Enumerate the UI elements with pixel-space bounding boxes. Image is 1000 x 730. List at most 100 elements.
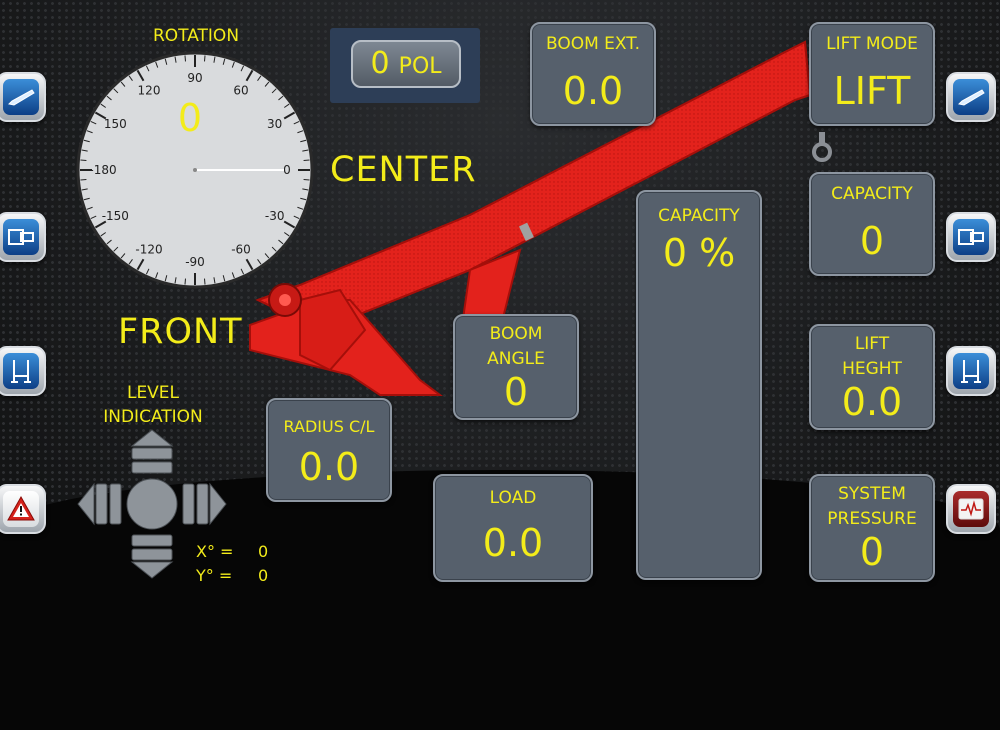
boom-angle-value: 0 xyxy=(503,370,529,414)
dial-tick xyxy=(174,56,177,63)
left-warning-button[interactable] xyxy=(0,484,46,534)
dial-tick xyxy=(204,278,206,285)
dial-tick xyxy=(100,232,106,237)
level-y-label: Y° = xyxy=(196,566,233,585)
dial-tick xyxy=(80,179,87,181)
boom-icon xyxy=(3,79,39,115)
dial-tick xyxy=(80,159,87,161)
dial-tick xyxy=(231,272,235,279)
dial-tick xyxy=(297,206,304,210)
dial-tick xyxy=(213,56,216,63)
dial-tick xyxy=(283,220,296,229)
capacity-right-label: CAPACITY xyxy=(831,184,913,204)
dial-tick xyxy=(257,75,262,81)
dial-tick xyxy=(278,95,284,101)
dial-tick xyxy=(271,246,277,252)
right-boom-button[interactable] xyxy=(946,72,996,122)
dial-tick-label: 150 xyxy=(104,117,127,131)
lift-mode-label: LIFT MODE xyxy=(826,34,918,54)
dial-tick xyxy=(240,65,245,72)
dial-tick xyxy=(213,277,216,284)
load-label: LOAD xyxy=(489,488,537,508)
telescope-icon xyxy=(3,219,39,255)
radius-panel: RADIUS C/L 0.0 xyxy=(266,398,392,502)
dial-tick xyxy=(90,215,97,220)
dial-tick xyxy=(297,130,304,134)
level-x-label: X° = xyxy=(196,542,234,561)
system-pressure-value: 0 xyxy=(859,530,885,574)
warning-icon xyxy=(3,491,39,527)
left-boom-button[interactable] xyxy=(0,72,46,122)
dial-tick-label: -120 xyxy=(135,243,162,257)
dial-tick xyxy=(81,188,88,191)
dial-tick-label: -60 xyxy=(231,243,251,257)
hook-icon xyxy=(812,132,832,162)
dial-tick-label: 90 xyxy=(187,71,202,85)
pol-unit: POL xyxy=(398,54,442,79)
dial-tick xyxy=(222,275,226,282)
dial-tick xyxy=(204,55,206,62)
dial-tick xyxy=(284,103,290,108)
right-pressure-button[interactable] xyxy=(946,484,996,534)
dial-tick xyxy=(303,179,310,181)
dial-tick xyxy=(184,55,186,62)
right-outrigger-button[interactable] xyxy=(946,346,996,396)
level-indication-label: LEVEL INDICATION xyxy=(103,383,203,427)
dial-tick xyxy=(293,120,300,125)
dial-tick xyxy=(136,258,145,271)
lift-height-value: 0.0 xyxy=(841,380,903,424)
pressure-monitor-icon xyxy=(953,491,989,527)
load-value: 0.0 xyxy=(482,521,544,565)
dial-tick xyxy=(86,130,93,134)
pol-button[interactable]: 0 POL xyxy=(351,40,461,88)
dial-tick xyxy=(155,272,159,279)
dial-tick xyxy=(128,259,133,265)
dial-tick xyxy=(113,88,119,94)
dial-tick xyxy=(174,277,177,284)
dial-tick-label: -30 xyxy=(265,209,285,223)
capacity-center-panel: CAPACITY 0 % xyxy=(636,190,762,580)
dial-tick xyxy=(231,61,235,68)
level-indicator xyxy=(77,429,227,579)
lift-mode-panel[interactable]: LIFT MODE LIFT xyxy=(809,22,935,126)
dial-tick xyxy=(120,81,126,87)
telescope-icon xyxy=(953,219,989,255)
radius-value: 0.0 xyxy=(298,445,360,489)
dial-tick xyxy=(300,197,307,201)
lift-height-panel: LIFT HEGHT 0.0 xyxy=(809,324,935,430)
dial-tick-label: -150 xyxy=(102,209,129,223)
left-outrigger-button[interactable] xyxy=(0,346,46,396)
lift-height-label: LIFT HEGHT xyxy=(842,334,902,379)
dial-tick xyxy=(240,268,245,275)
dial-tick-label: 30 xyxy=(267,117,282,131)
dial-tick xyxy=(245,258,254,271)
front-label: FRONT xyxy=(118,312,243,352)
radius-label: RADIUS C/L xyxy=(283,417,375,436)
dial-tick xyxy=(83,139,90,143)
load-panel: LOAD 0.0 xyxy=(433,474,593,582)
dial-tick xyxy=(120,253,126,259)
rotation-title: ROTATION xyxy=(152,26,240,46)
pol-value: 0 xyxy=(370,46,390,81)
lift-mode-value: LIFT xyxy=(833,69,911,113)
dial-tick xyxy=(278,239,284,245)
dial-tick xyxy=(302,149,309,152)
right-telescope-button[interactable] xyxy=(946,212,996,262)
dial-tick xyxy=(222,58,226,65)
dial-tick-label: -90 xyxy=(185,255,205,269)
dial-tick xyxy=(128,75,133,81)
dial-tick xyxy=(106,95,112,101)
dial-tick xyxy=(264,253,270,259)
dial-tick xyxy=(155,61,159,68)
left-telescope-button[interactable] xyxy=(0,212,46,262)
dial-tick xyxy=(81,149,88,152)
dial-tick xyxy=(164,275,168,282)
boom-icon xyxy=(953,79,989,115)
capacity-center-label: CAPACITY xyxy=(658,206,740,226)
boom-ext-panel: BOOM EXT. 0.0 xyxy=(530,22,656,126)
dial-tick xyxy=(94,111,107,120)
outrigger-icon xyxy=(3,353,39,389)
boom-angle-panel: BOOM ANGLE 0 xyxy=(453,314,579,420)
dial-tick-label: 60 xyxy=(233,83,248,97)
